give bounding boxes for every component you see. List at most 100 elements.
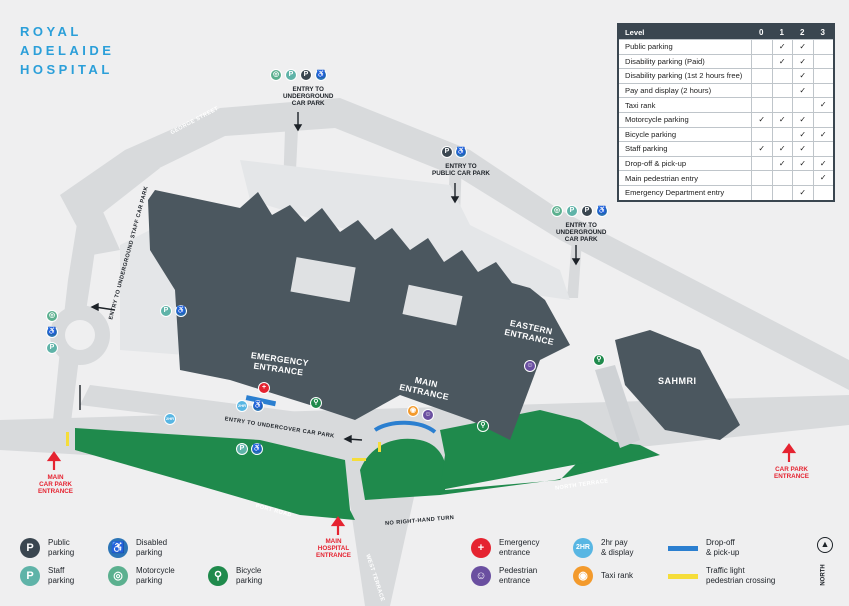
- check-cell: [751, 98, 772, 112]
- check-cell: ✓: [812, 127, 834, 142]
- legend-text: Traffic light: [706, 566, 745, 575]
- level-table-row: Public parking✓✓: [619, 39, 833, 54]
- north-arrow-icon: ▲: [817, 537, 833, 553]
- legend-dropoff: Drop-off& pick-up: [668, 538, 739, 558]
- check-cell: [751, 127, 772, 142]
- park-right: [360, 438, 660, 500]
- staff-parking-icon: P: [285, 69, 297, 81]
- title-line-2: ADELAIDE: [20, 43, 115, 58]
- level-table-row: Main pedestrian entry✓: [619, 170, 833, 185]
- disabled-icon: ♿: [455, 146, 467, 158]
- dropoff-bar-2: [373, 420, 437, 434]
- public-parking-icon: P: [441, 146, 453, 158]
- hospital-building: [148, 190, 570, 440]
- bicycle-icon: ⚲: [477, 420, 489, 432]
- label-line: MAIN: [325, 538, 342, 545]
- entrance-arrows: [46, 443, 797, 535]
- north-label: NORTH: [820, 564, 827, 586]
- legend-text: 2hr pay: [601, 538, 628, 547]
- motorcycle-icon: ◎: [46, 310, 58, 322]
- level-table-row: Pay and display (2 hours)✓: [619, 82, 833, 98]
- dropoff-bar-icon: [668, 545, 698, 551]
- label-line: HOSPITAL: [317, 545, 350, 553]
- crossing-1: [66, 432, 69, 446]
- check-cell: [792, 98, 813, 112]
- label-line: ENTRANCE: [774, 473, 809, 481]
- check-cell: ✓: [812, 98, 834, 112]
- legend-text: Disabled: [136, 538, 168, 547]
- access-road-3: [567, 240, 582, 298]
- taxi-icon: ◉: [573, 566, 593, 586]
- check-cell: [812, 142, 834, 156]
- row-label: Drop-off & pick-up: [625, 159, 687, 169]
- label-line: PUBLIC CAR PARK: [432, 170, 490, 178]
- legend-text: entrance: [499, 576, 531, 585]
- emergency-icon: +: [471, 538, 491, 558]
- check-cell: ✓: [792, 127, 813, 142]
- map-title: ROYAL ADELAIDE HOSPITAL: [20, 22, 114, 79]
- drop-off-loop: [345, 419, 442, 460]
- pay-display-icon: 2HR: [164, 413, 176, 425]
- check-cell: ✓: [812, 156, 834, 171]
- check-cell: [812, 185, 834, 200]
- legend-taxi-rank: ◉ Taxi rank: [573, 566, 633, 586]
- level-table-row: Motorcycle parking✓✓✓: [619, 111, 834, 127]
- label-line: UNDERGROUND: [556, 229, 607, 237]
- check-cell: ✓: [771, 54, 793, 69]
- level-col-2: 2: [800, 27, 805, 37]
- check-cell: ✓: [812, 171, 834, 185]
- legend-text: & pick-up: [706, 548, 740, 557]
- check-cell: ✓: [751, 112, 772, 127]
- check-cell: [751, 40, 772, 54]
- legend-text: Public: [48, 538, 70, 547]
- check-cell: ✓: [792, 185, 813, 200]
- level-table-row: Emergency Department entry ✓: [619, 184, 834, 200]
- pay-display-icon: 2HR: [236, 400, 248, 412]
- row-label: Emergency Department entry: [625, 188, 725, 198]
- level-table-row: Taxi rank✓: [619, 97, 833, 112]
- access-arrows: [79, 112, 581, 444]
- staff-parking-icon: P: [236, 443, 248, 455]
- staff-parking-icon: P: [20, 566, 40, 586]
- check-cell: [771, 69, 793, 83]
- check-cell: [812, 112, 834, 127]
- label-line: MAIN: [47, 474, 64, 481]
- pay-display-icon: 2HR: [573, 538, 593, 558]
- check-cell: ✓: [792, 54, 813, 69]
- check-cell: ✓: [771, 40, 793, 54]
- park-left: [75, 428, 355, 520]
- staff-parking-icon: P: [566, 205, 578, 217]
- staff-parking-icon: P: [46, 342, 58, 354]
- entry-public-label: ENTRY TO PUBLIC CAR PARK: [432, 163, 490, 177]
- legend-pay-display: 2HR 2hr pay& display: [573, 538, 633, 558]
- check-cell: ✓: [792, 142, 813, 156]
- row-label: Pay and display (2 hours): [625, 86, 712, 96]
- legend-text: Drop-off: [706, 538, 735, 547]
- check-cell: [771, 171, 793, 185]
- main-hospital-entrance-label: MAIN HOSPITAL ENTRANCE: [316, 538, 351, 560]
- legend-text: Motorcycle: [136, 566, 175, 575]
- level-header-label: Level: [625, 27, 645, 37]
- label-line: UNDERGROUND: [283, 93, 334, 101]
- check-cell: [751, 69, 772, 83]
- pedestrian-icon: ☺: [471, 566, 491, 586]
- disabled-icon: ♿: [596, 205, 608, 217]
- label-line: ENTRY TO: [445, 163, 477, 170]
- level-col-3: 3: [820, 27, 825, 37]
- check-cell: [812, 54, 834, 69]
- check-cell: [751, 185, 772, 200]
- legend-text: parking: [236, 576, 263, 585]
- check-cell: ✓: [771, 156, 793, 171]
- check-cell: [771, 98, 793, 112]
- staff-parking-icon: P: [160, 305, 172, 317]
- bicycle-icon: ⚲: [208, 566, 228, 586]
- pedestrian-icon: ☺: [524, 360, 536, 372]
- title-line-3: HOSPITAL: [20, 62, 113, 77]
- legend-text: Staff: [48, 566, 65, 575]
- entry-underground-label-1: ENTRY TO UNDERGROUND CAR PARK: [283, 86, 333, 108]
